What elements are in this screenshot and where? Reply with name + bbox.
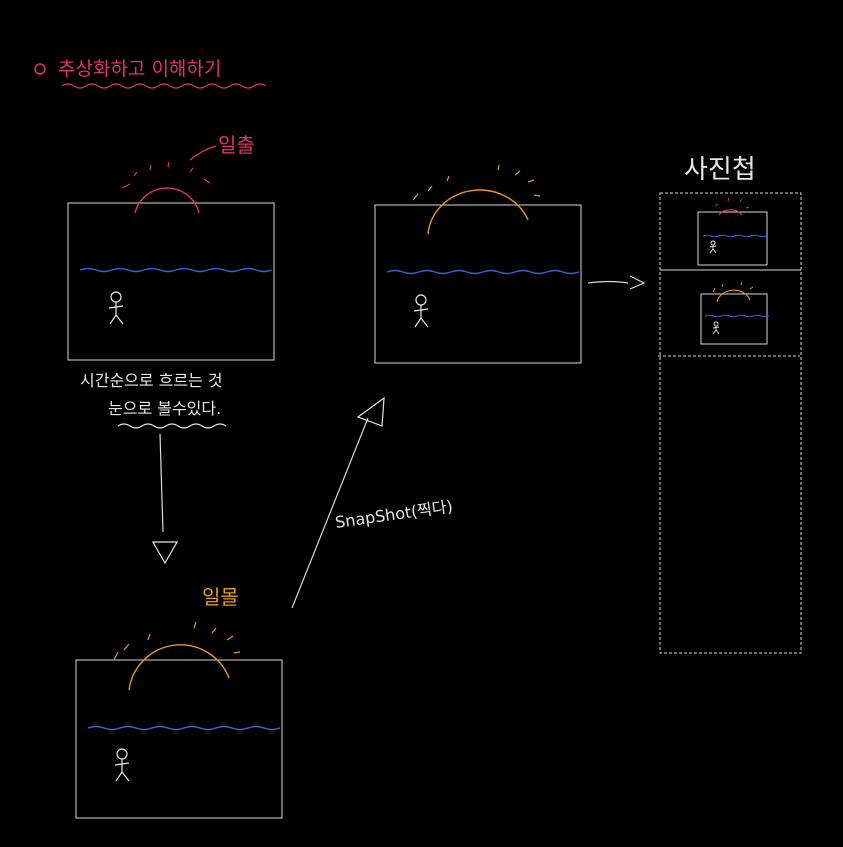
- sun-arc-icon: [134, 187, 200, 214]
- heading-text: 추상화하고 이해하기: [58, 58, 221, 80]
- thumb-sun-icon: [716, 289, 751, 303]
- sunrise-frame: [67, 161, 275, 361]
- thumb-sun-rays: [714, 197, 750, 209]
- album-photo-snapshot: [700, 281, 770, 345]
- arrow-right-head-icon: [629, 275, 646, 290]
- arrow-up-head-icon: [356, 396, 385, 427]
- thumb-water-line: [702, 234, 768, 238]
- person-icon: [114, 748, 130, 782]
- snapshot-label: SnapShot(찍다): [334, 497, 454, 532]
- frame-border: [374, 204, 582, 364]
- sunrise-pointer: [189, 145, 217, 161]
- album-border: [659, 192, 802, 654]
- album: [658, 192, 802, 654]
- sun-arc-icon: [427, 189, 529, 235]
- caption-line-2: 눈으로 볼수있다.: [108, 399, 221, 418]
- water-line: [87, 725, 281, 731]
- arrow-down-line: [159, 433, 164, 533]
- person-icon: [108, 291, 124, 325]
- thumb-sun-icon: [718, 209, 743, 216]
- caption-underline: [117, 423, 227, 429]
- caption-line-1: 시간순으로 흐르는 것: [80, 371, 223, 390]
- sun-rays: [412, 164, 541, 201]
- sun-arc-icon: [128, 644, 230, 691]
- album-photo-sunrise: [697, 197, 768, 266]
- frame-border: [75, 659, 283, 819]
- sunrise-label: 일출: [218, 133, 255, 157]
- sunset-label: 일몰: [202, 585, 239, 609]
- frame-border: [67, 202, 275, 361]
- sun-rays: [113, 621, 241, 661]
- thumb-person-icon: [709, 240, 717, 254]
- thumb-person-icon: [712, 321, 720, 335]
- thumb-sun-rays: [712, 281, 754, 293]
- arrow-down-head-icon: [151, 541, 179, 565]
- arrow-right-line: [587, 280, 629, 284]
- album-title: 사진첩: [684, 155, 756, 185]
- thumb-water-line: [704, 314, 770, 318]
- person-icon: [413, 294, 429, 328]
- arrow-up-line: [291, 417, 369, 609]
- sunset-frame: [75, 621, 283, 819]
- thumb-border: [697, 211, 768, 266]
- snapshot-frame: [374, 164, 582, 364]
- water-line: [79, 267, 273, 273]
- heading-bullet: [34, 63, 46, 75]
- thumb-border: [700, 293, 768, 345]
- sun-rays: [121, 161, 211, 189]
- heading-underline: [61, 83, 267, 89]
- water-line: [386, 269, 580, 275]
